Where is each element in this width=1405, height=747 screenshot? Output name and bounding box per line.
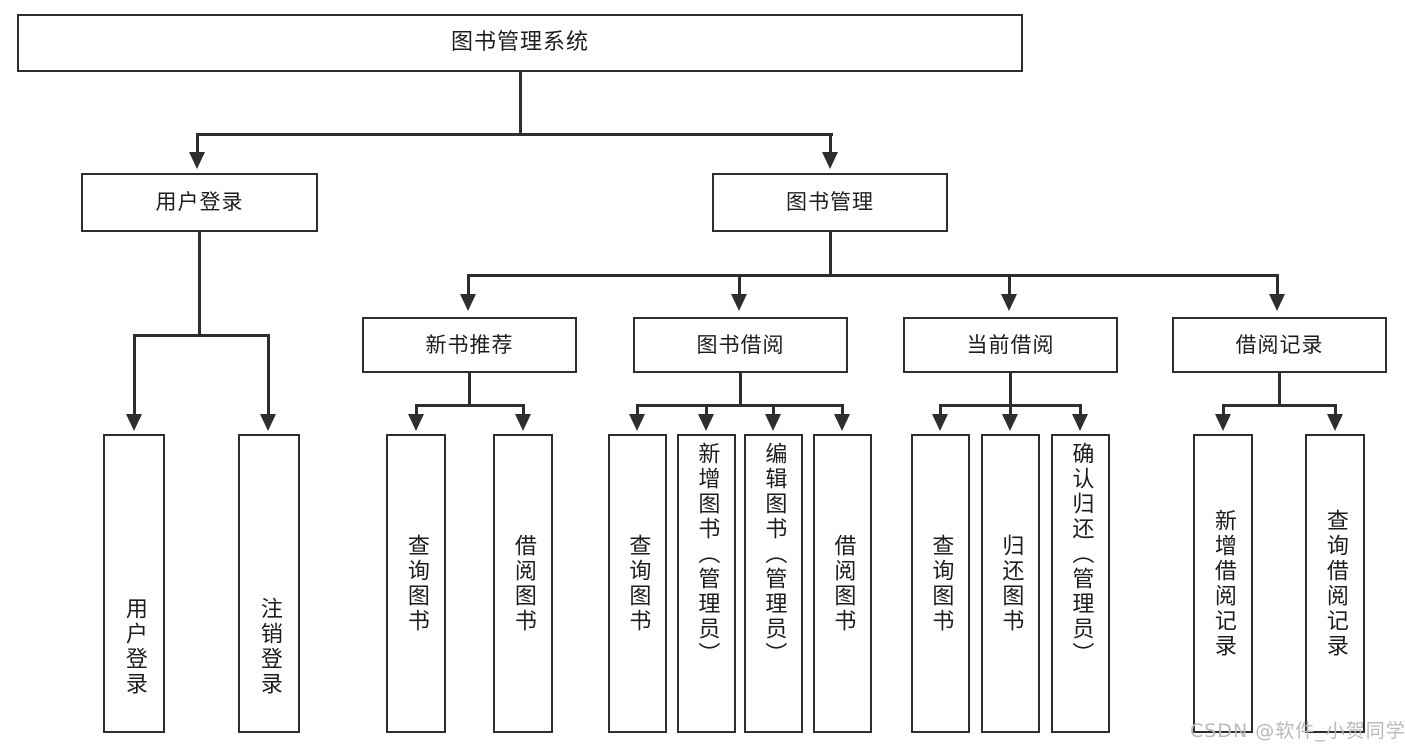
connector-book-borrow-stem: [739, 373, 742, 406]
arrow-to-leaf-borrow-book-2: [834, 414, 850, 431]
node-borrow-record[interactable]: 借阅记录: [1172, 317, 1387, 373]
connector-book-borrow-bus: [636, 404, 844, 407]
leaf-add-record[interactable]: 新增借阅记录: [1193, 434, 1253, 733]
connector-current-borrow-drop-1: [939, 404, 942, 416]
connector-user-login-drop-2: [267, 334, 270, 416]
connector-book-borrow-drop-1: [636, 404, 639, 416]
connector-book-borrow-drop-2: [705, 404, 708, 416]
leaf-user-login[interactable]: 用户登录: [103, 434, 165, 733]
arrow-to-book-manage: [822, 152, 838, 169]
connector-book-manage-drop-2: [738, 274, 741, 296]
connector-borrow-record-bus: [1222, 404, 1337, 407]
arrow-to-leaf-query-book-2: [629, 414, 645, 431]
connector-current-borrow-drop-3: [1079, 404, 1082, 416]
leaf-borrow-book-2[interactable]: 借阅图书: [813, 434, 872, 733]
leaf-query-book-2[interactable]: 查询图书: [608, 434, 667, 733]
leaf-query-book-3[interactable]: 查询图书: [911, 434, 970, 733]
node-book-borrow[interactable]: 图书借阅: [633, 317, 848, 373]
connector-new-book-bus: [415, 404, 525, 407]
connector-book-manage-drop-1: [467, 274, 470, 296]
arrow-to-leaf-add-record: [1215, 414, 1231, 431]
leaf-label: 借阅图书: [830, 533, 856, 634]
arrow-to-leaf-logout: [260, 414, 276, 431]
arrow-to-leaf-borrow-book-1: [515, 414, 531, 431]
leaf-query-book-1[interactable]: 查询图书: [386, 434, 446, 733]
leaf-label: 新增图书（管理员）: [694, 442, 720, 667]
connector-new-book-stem: [468, 373, 471, 406]
connector-book-manage-drop-3: [1008, 274, 1011, 296]
leaf-label: 编辑图书（管理员）: [761, 442, 787, 667]
leaf-confirm-return[interactable]: 确认归还（管理员）: [1051, 434, 1110, 733]
connector-user-login-stem: [198, 232, 201, 336]
connector-user-login-drop-1: [133, 334, 136, 416]
node-label: 图书借阅: [696, 332, 785, 357]
node-new-book-recommend[interactable]: 新书推荐: [362, 317, 577, 373]
arrow-to-leaf-return-book: [1002, 414, 1018, 431]
leaf-label: 新增借阅记录: [1210, 508, 1236, 659]
connector-root-right-drop: [829, 133, 832, 155]
node-book-management-system[interactable]: 图书管理系统: [17, 14, 1023, 72]
arrow-to-leaf-edit-book: [765, 414, 781, 431]
arrow-to-leaf-query-record: [1327, 414, 1343, 431]
node-label: 借阅记录: [1235, 332, 1324, 357]
connector-borrow-record-stem: [1278, 373, 1281, 406]
arrow-to-borrow-record: [1269, 294, 1285, 311]
connector-current-borrow-stem: [1009, 373, 1012, 406]
leaf-label: 注销登录: [256, 597, 282, 697]
node-label: 新书推荐: [425, 332, 514, 357]
node-label: 图书管理系统: [450, 30, 589, 56]
leaf-label: 确认归还（管理员）: [1068, 442, 1094, 667]
connector-user-login-bus: [133, 334, 270, 337]
arrow-to-leaf-add-book: [698, 414, 714, 431]
connector-root-left-drop: [196, 133, 199, 155]
leaf-edit-book[interactable]: 编辑图书（管理员）: [744, 434, 803, 733]
arrow-to-leaf-query-book-1: [408, 414, 424, 431]
leaf-label: 借阅图书: [510, 533, 536, 634]
connector-book-borrow-drop-4: [841, 404, 844, 416]
node-book-manage[interactable]: 图书管理: [712, 173, 948, 232]
leaf-label: 查询图书: [928, 533, 954, 634]
node-label: 当前借阅: [966, 332, 1055, 357]
node-label: 用户登录: [155, 190, 244, 215]
connector-borrow-record-drop-2: [1334, 404, 1337, 416]
arrow-to-leaf-query-book-3: [932, 414, 948, 431]
leaf-label: 归还图书: [998, 533, 1024, 634]
connector-current-borrow-drop-2: [1009, 404, 1012, 416]
leaf-label: 查询图书: [625, 533, 651, 634]
connector-book-manage-drop-4: [1276, 274, 1279, 296]
arrow-to-current-borrow: [1001, 294, 1017, 311]
connector-new-book-drop-1: [415, 404, 418, 416]
leaf-add-book[interactable]: 新增图书（管理员）: [677, 434, 736, 733]
leaf-query-record[interactable]: 查询借阅记录: [1305, 434, 1365, 733]
leaf-logout[interactable]: 注销登录: [238, 434, 300, 733]
arrow-to-leaf-user-login: [126, 414, 142, 431]
connector-root-bus: [196, 133, 833, 136]
connector-book-manage-stem: [829, 232, 832, 277]
arrow-to-user-login: [189, 152, 205, 169]
arrow-to-book-borrow: [731, 294, 747, 311]
connector-root-stem: [519, 72, 522, 135]
connector-new-book-drop-2: [522, 404, 525, 416]
connector-borrow-record-drop-1: [1222, 404, 1225, 416]
node-user-login[interactable]: 用户登录: [81, 173, 318, 232]
arrow-to-new-book-recommend: [460, 294, 476, 311]
leaf-label: 查询借阅记录: [1322, 508, 1348, 659]
node-label: 图书管理: [786, 190, 874, 215]
connector-book-borrow-drop-3: [772, 404, 775, 416]
leaf-label: 查询图书: [403, 533, 429, 634]
connector-book-manage-bus: [467, 274, 1279, 277]
arrow-to-leaf-confirm-return: [1072, 414, 1088, 431]
leaf-borrow-book-1[interactable]: 借阅图书: [493, 434, 553, 733]
leaf-return-book[interactable]: 归还图书: [981, 434, 1040, 733]
node-current-borrow[interactable]: 当前借阅: [903, 317, 1118, 373]
leaf-label: 用户登录: [121, 597, 147, 697]
